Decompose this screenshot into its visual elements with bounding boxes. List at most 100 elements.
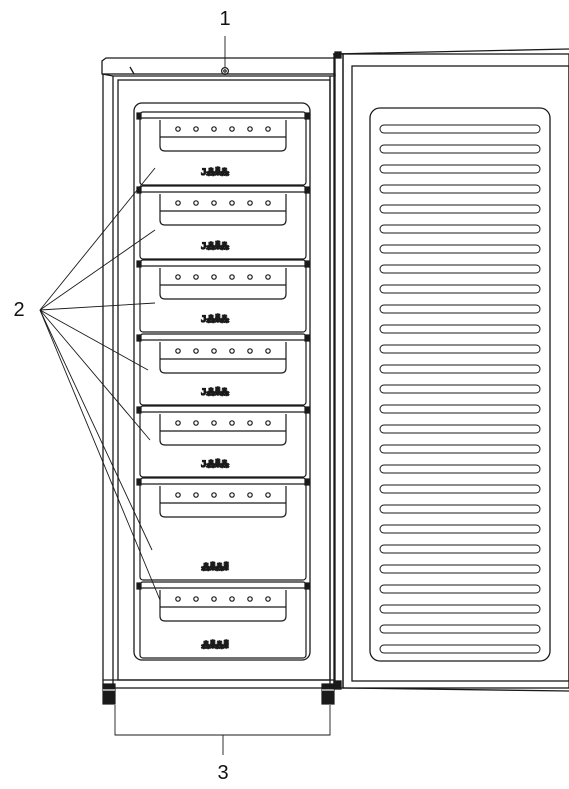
- drawer-2: J⁂⁑⁂: [136, 185, 310, 260]
- door-inner-frame: [351, 65, 569, 682]
- drawer-handle: [159, 268, 287, 300]
- drawer-vent-dot: [211, 126, 217, 132]
- leader-2-line: [39, 309, 153, 551]
- drawer-front: [139, 259, 307, 333]
- foot-left: [102, 683, 116, 705]
- drawer-vent-dot: [265, 420, 271, 426]
- drawer-code-label: ⁂⁑⁂⁑: [202, 638, 230, 651]
- drawer-compartment: [133, 102, 311, 661]
- drawer-bracket-right: [304, 186, 310, 194]
- door: [332, 48, 569, 692]
- drawer-handle: [159, 590, 287, 622]
- drawer-vent-dot: [175, 348, 181, 354]
- door-rib: [379, 304, 541, 314]
- door-rib: [379, 644, 541, 654]
- drawer-vent-dot: [175, 492, 181, 498]
- drawer-handle: [159, 342, 287, 374]
- drawer-vent-dot: [193, 596, 199, 602]
- door-rib: [379, 584, 541, 594]
- drawer-code-label: J⁂⁑⁂: [201, 239, 229, 252]
- drawer-vent-dot: [265, 200, 271, 206]
- door-rib: [379, 284, 541, 294]
- drawer-vent-dot: [247, 492, 253, 498]
- door-rib: [379, 444, 541, 454]
- drawer-vent-dot: [193, 492, 199, 498]
- drawer-vent-dot: [229, 348, 235, 354]
- drawer-vent-dot: [175, 420, 181, 426]
- drawer-vent-dot: [175, 274, 181, 280]
- drawer-6: ⁂⁑⁂⁑: [136, 477, 310, 581]
- drawer-handle: [159, 486, 287, 518]
- door-hinge-top: [334, 51, 342, 59]
- callout-1-label: 1: [219, 8, 230, 30]
- leader-3-bracket: [114, 705, 331, 736]
- door-rib: [379, 324, 541, 334]
- drawer-front: [139, 111, 307, 186]
- drawer-vent-dot: [211, 274, 217, 280]
- drawer-bracket-left: [136, 582, 142, 590]
- drawer-vent-dot: [229, 200, 235, 206]
- drawer-bracket-right: [304, 334, 310, 342]
- drawer-vent-dot: [229, 420, 235, 426]
- drawer-vent-dot: [193, 420, 199, 426]
- drawer-vent-dot: [211, 348, 217, 354]
- drawer-code-label: J⁂⁑⁂: [201, 165, 229, 178]
- drawer-vent-dot: [175, 200, 181, 206]
- leader-2-line: [39, 309, 151, 441]
- door-rib: [379, 404, 541, 414]
- drawer-bracket-right: [304, 260, 310, 268]
- drawer-vent-dot: [193, 348, 199, 354]
- callout-leaders: [39, 36, 331, 755]
- drawer-front: [139, 477, 307, 581]
- drawer-vent-dot: [247, 348, 253, 354]
- door-rib: [379, 184, 541, 194]
- drawer-vent-dot: [265, 348, 271, 354]
- drawer-vent-dot: [193, 274, 199, 280]
- door-rib: [379, 144, 541, 154]
- drawer-bracket-left: [136, 406, 142, 414]
- drawer-vent-dot: [265, 596, 271, 602]
- drawer-1: J⁂⁑⁂: [136, 111, 310, 186]
- door-top-edge: [332, 48, 569, 55]
- door-rib: [379, 164, 541, 174]
- cabinet-top-inner-line: [129, 66, 135, 75]
- drawer-vent-dot: [247, 596, 253, 602]
- door-ribs-group: [379, 124, 541, 654]
- drawer-front: [139, 581, 307, 659]
- drawer-vent-dot: [175, 126, 181, 132]
- drawer-vent-dot: [229, 596, 235, 602]
- drawer-vent-dot: [229, 274, 235, 280]
- leader-2-line: [39, 229, 156, 311]
- drawer-front: [139, 185, 307, 260]
- feet: [102, 683, 335, 705]
- door-liner: [369, 107, 551, 662]
- drawer-5: J⁂⁑⁂: [136, 405, 310, 478]
- drawer-bracket-left: [136, 260, 142, 268]
- door-rib: [379, 244, 541, 254]
- drawer-vent-dot: [247, 420, 253, 426]
- drawer-7: ⁂⁑⁂⁑: [136, 581, 310, 659]
- cabinet: [101, 57, 336, 689]
- leader-2-line: [39, 309, 149, 371]
- drawer-vent-dot: [265, 126, 271, 132]
- cabinet-outer: [102, 73, 336, 689]
- drawer-vent-dot: [247, 126, 253, 132]
- door-rib: [379, 204, 541, 214]
- drawer-bracket-left: [136, 112, 142, 120]
- drawer-handle: [159, 194, 287, 226]
- drawer-front: [139, 333, 307, 406]
- drawer-bracket-left: [136, 478, 142, 486]
- drawer-bracket-right: [304, 112, 310, 120]
- drawer-vent-dot: [193, 126, 199, 132]
- door-hinge-bottom: [333, 680, 342, 690]
- drawer-vent-dot: [265, 274, 271, 280]
- door-rib: [379, 224, 541, 234]
- drawer-handle: [159, 414, 287, 446]
- door-rib: [379, 384, 541, 394]
- callout-3-label: 3: [217, 762, 228, 784]
- drawer-bracket-right: [304, 582, 310, 590]
- drawer-bracket-left: [136, 334, 142, 342]
- door-rib: [379, 344, 541, 354]
- drawer-handle: [159, 120, 287, 152]
- door-rib: [379, 124, 541, 134]
